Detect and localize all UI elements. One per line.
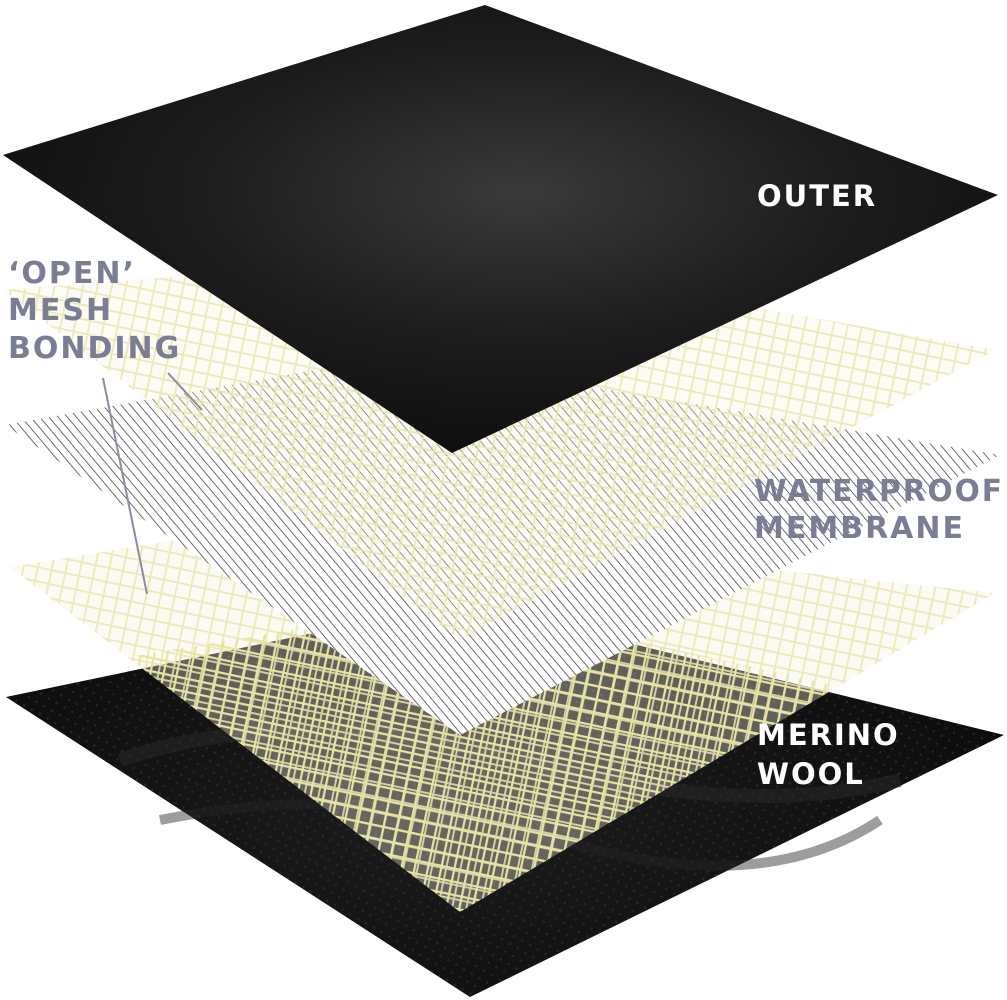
lower-mesh-layer <box>10 520 995 912</box>
mesh-pointer-lines <box>102 372 203 595</box>
upper-mesh-layer <box>3 255 995 640</box>
waterproof-membrane-line-1: WATERPROOF <box>754 474 1004 509</box>
open-mesh-bonding-line-3: BONDING <box>8 331 181 366</box>
merino-wool-label: MERINO WOOL <box>757 718 900 791</box>
outer-layer <box>3 5 998 453</box>
open-mesh-bonding-line-1: ‘OPEN’ <box>8 256 136 291</box>
open-mesh-bonding-line-2: MESH <box>8 293 113 328</box>
open-mesh-bonding-label: ‘OPEN’ MESH BONDING <box>8 256 181 366</box>
waterproof-membrane-line-2: MEMBRANE <box>754 511 965 546</box>
waterproof-membrane-label: WATERPROOF MEMBRANE <box>754 474 1004 546</box>
merino-wool-line-2: WOOL <box>757 757 865 791</box>
merino-wool-line-1: MERINO <box>757 718 900 752</box>
outer-label: OUTER <box>757 179 877 213</box>
